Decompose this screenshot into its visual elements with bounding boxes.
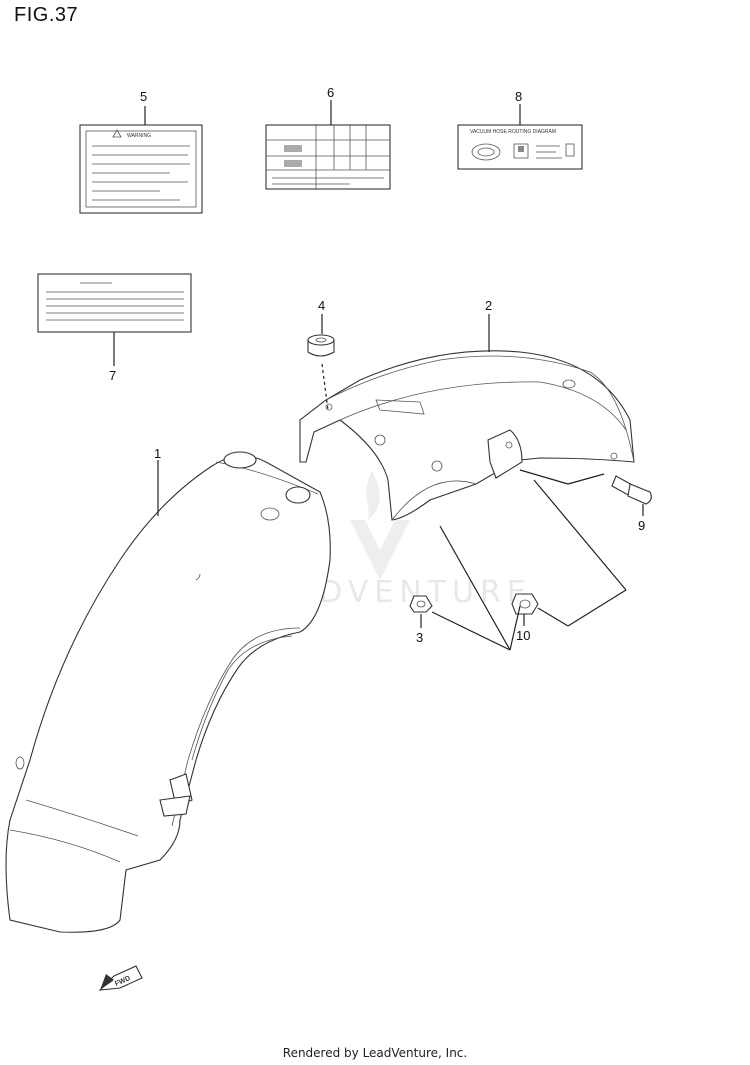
callout-numbers: 5 6 8 7 4 2 1 9 3 10 <box>109 85 645 645</box>
callout-1: 1 <box>154 446 161 461</box>
rear-fender-front-part[interactable] <box>299 350 635 521</box>
callout-7: 7 <box>109 368 116 383</box>
callout-2: 2 <box>485 298 492 313</box>
callout-3: 3 <box>416 630 423 645</box>
vacuum-label-title: VACUUM HOSE ROUTING DIAGRAM <box>470 129 556 135</box>
specification-label-part[interactable] <box>265 124 391 190</box>
callout-5: 5 <box>140 89 147 104</box>
caution-label-part[interactable] <box>37 273 192 333</box>
vacuum-hose-label-part[interactable]: VACUUM HOSE ROUTING DIAGRAM <box>457 124 583 170</box>
bolt-small-part[interactable] <box>409 595 433 613</box>
bolt-part[interactable] <box>611 475 652 505</box>
callout-9: 9 <box>638 518 645 533</box>
callout-6: 6 <box>327 85 334 100</box>
callout-4: 4 <box>318 298 325 313</box>
footer-credit: Rendered by LeadVenture, Inc. <box>282 1046 468 1060</box>
nut-part[interactable] <box>511 593 539 615</box>
warning-label-part[interactable]: WARNING <box>79 124 203 214</box>
figure-title: FIG.37 <box>14 4 79 26</box>
cushion-part[interactable] <box>307 334 335 357</box>
forward-direction-arrow: FWD <box>98 965 143 991</box>
rear-fender-main-part[interactable] <box>5 451 331 933</box>
warning-label-title: WARNING <box>127 133 151 139</box>
leader-lines <box>113 100 644 651</box>
callout-8: 8 <box>515 89 522 104</box>
callout-10: 10 <box>516 628 530 643</box>
